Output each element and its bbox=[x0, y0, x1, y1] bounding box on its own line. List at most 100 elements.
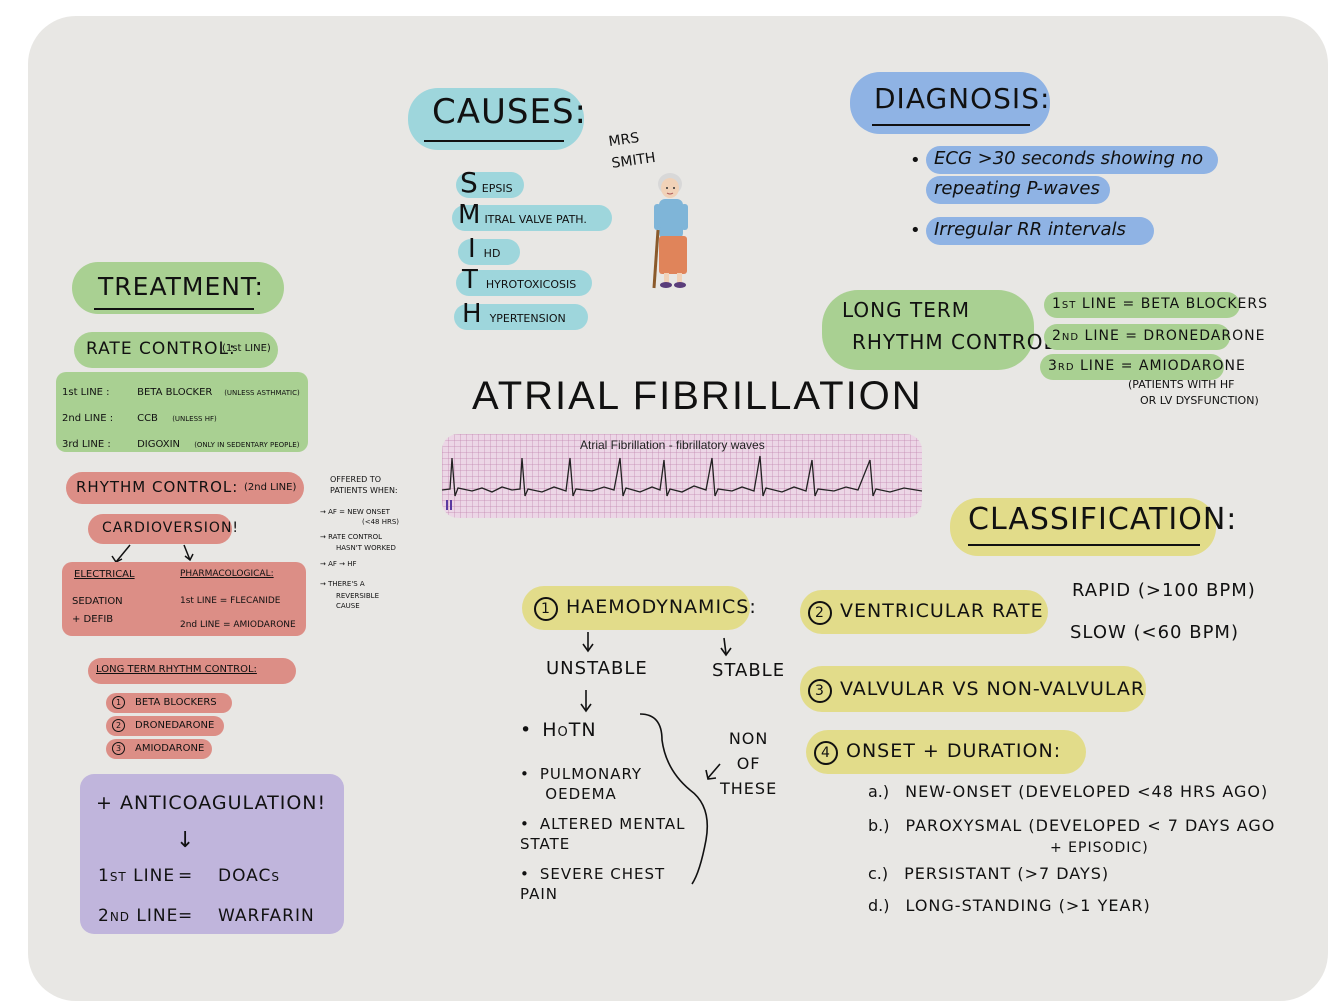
lt-rhythm-heading-blob bbox=[88, 658, 296, 684]
valvular-num: 3 bbox=[808, 679, 832, 703]
anticoagulation-arrow: ↓ bbox=[176, 828, 195, 853]
pharm-line-1: 1st LINE = FLECANIDE bbox=[180, 596, 281, 606]
lt-right-note-line-2: OR LV DYSFUNCTION) bbox=[1140, 394, 1259, 407]
onset-num: 4 bbox=[814, 741, 838, 765]
lt-item-1-blob bbox=[106, 693, 232, 713]
lt-right-line-2: 2nd LINE = DRONEDARONE bbox=[1052, 328, 1266, 344]
cardioversion-label: CARDIOVERSION! bbox=[102, 520, 240, 536]
cardioversion-arrows bbox=[111, 544, 194, 563]
pharm-line-2: 2nd LINE = AMIODARONE bbox=[180, 620, 296, 630]
lt-item-1-num: 1 bbox=[112, 696, 125, 709]
classification-heading: CLASSIFICATION: bbox=[968, 502, 1238, 537]
cause-3-letter: I bbox=[468, 234, 476, 264]
offered-heading-line-1: OFFERED TO bbox=[330, 475, 382, 484]
lt-right-heading-blob bbox=[822, 290, 1034, 370]
diagnosis-bullet-2-dot: • bbox=[910, 220, 921, 241]
ecg-trace bbox=[441, 455, 923, 510]
cause-5-letter: H bbox=[462, 299, 482, 329]
lt-right-line-3: 3rd LINE = AMIODARONE bbox=[1048, 358, 1246, 374]
anticoagulation-box bbox=[80, 774, 344, 934]
ecg-caption: Atrial Fibrillation - fibrillatory waves bbox=[580, 438, 765, 452]
unstable-item-1: HoTN bbox=[520, 719, 597, 741]
onset-item-b-sub: + EPISODIC) bbox=[1050, 840, 1149, 856]
lt-right-note-line-1: (PATIENTS WITH HF bbox=[1128, 378, 1235, 391]
lt-item-3-label: AMIODARONE bbox=[135, 743, 205, 754]
diagnosis-bullet-2: Irregular RR intervals bbox=[934, 219, 1126, 240]
cause-4-blob bbox=[456, 270, 592, 296]
unstable-item-2: PULMONARY OEDEMA bbox=[520, 764, 642, 804]
lt-item-1: 1 BETA BLOCKERS bbox=[112, 696, 217, 709]
cardioversion-box bbox=[62, 562, 306, 636]
offered-item-1: → AF = NEW ONSET bbox=[320, 508, 390, 516]
mrs-smith-illustration bbox=[652, 173, 688, 289]
causes-heading: CAUSES: bbox=[432, 92, 587, 132]
rhythm-control-heading: RHYTHM CONTROL: bbox=[76, 478, 239, 496]
lt-item-2-blob bbox=[106, 716, 224, 736]
classification-underline bbox=[968, 544, 1200, 546]
ecg-strip bbox=[442, 434, 922, 518]
cause-2-rest: ITRAL VALVE PATH. bbox=[484, 213, 587, 226]
cause-5-blob bbox=[454, 304, 588, 330]
lt-right-heading-line-2: RHYTHM CONTROL: bbox=[852, 330, 1064, 354]
offered-item-2-sub: HASN'T WORKED bbox=[336, 544, 396, 552]
unstable-item-3: ALTERED MENTAL STATE bbox=[520, 814, 686, 854]
offered-item-4-sub: REVERSIBLE CAUSE bbox=[336, 592, 379, 610]
anticoag-line-2-eq: = bbox=[178, 906, 193, 926]
onset-blob bbox=[806, 730, 1086, 774]
offered-item-4: → THERE'S A bbox=[320, 580, 365, 588]
anticoag-line-1-value: DOACs bbox=[218, 866, 280, 886]
diagnosis-heading-blob bbox=[850, 72, 1050, 134]
pharm-heading: PHARMACOLOGICAL: bbox=[180, 569, 274, 579]
diagnosis-heading: DIAGNOSIS: bbox=[874, 82, 1051, 115]
ventricular-rate-num: 2 bbox=[808, 601, 832, 625]
cause-2-blob bbox=[452, 205, 612, 231]
cardioversion-blob bbox=[88, 514, 232, 544]
lt-item-2-num: 2 bbox=[112, 719, 125, 732]
rhythm-control-heading-blob bbox=[66, 472, 304, 504]
lt-right-line-1-blob bbox=[1044, 292, 1240, 318]
rate-line-1: 1st LINE : BETA BLOCKER (UNLESS ASTHMATI… bbox=[62, 387, 300, 398]
cause-1-blob bbox=[456, 172, 524, 198]
lt-right-heading-line-1: LONG TERM bbox=[842, 298, 970, 322]
rate-line-3: 3rd LINE : DIGOXIN (ONLY IN SEDENTARY PE… bbox=[62, 439, 300, 450]
anticoag-line-1-label: 1st LINE bbox=[98, 866, 176, 886]
stable-label: STABLE bbox=[712, 660, 786, 681]
diagnosis-bullet-1-line-2: repeating P-waves bbox=[934, 178, 1100, 199]
rate-control-heading: RATE CONTROL: bbox=[86, 339, 236, 359]
lt-item-3-num: 3 bbox=[112, 742, 125, 755]
diagnosis-bullet-1-blob-a bbox=[926, 146, 1218, 174]
unstable-item-4: SEVERE CHEST PAIN bbox=[520, 864, 665, 904]
cause-4: T HYROTOXICOSIS bbox=[462, 265, 576, 295]
haemodynamics-blob bbox=[522, 586, 750, 630]
treatment-heading: TREATMENT: bbox=[98, 272, 264, 301]
classification-heading-blob bbox=[950, 498, 1216, 556]
rate-control-heading-note: (1st LINE) bbox=[222, 343, 271, 354]
anticoag-line-2-value: WARFARIN bbox=[218, 906, 315, 926]
electrical-heading: ELECTRICAL bbox=[74, 569, 135, 580]
anticoagulation-heading: + ANTICOAGULATION! bbox=[96, 792, 327, 814]
unstable-label: UNSTABLE bbox=[546, 658, 648, 679]
diagnosis-bullet-1-blob-b bbox=[926, 176, 1110, 204]
lt-rhythm-heading: LONG TERM RHYTHM CONTROL: bbox=[96, 664, 257, 675]
diagnosis-underline bbox=[872, 124, 1030, 126]
rate-control-heading-blob bbox=[74, 332, 278, 368]
lt-item-3: 3 AMIODARONE bbox=[112, 742, 204, 755]
onset-item-a: a.)NEW-ONSET (DEVELOPED <48 HRS AGO) bbox=[868, 782, 1269, 801]
cause-4-letter: T bbox=[462, 265, 478, 295]
lt-right-line-1: 1st LINE = BETA BLOCKERS bbox=[1052, 296, 1268, 312]
haemodynamics-num: 1 bbox=[534, 597, 558, 621]
lt-right-line-3-blob bbox=[1040, 354, 1224, 380]
rapid-rate: RAPID (>100 BPM) bbox=[1072, 580, 1256, 601]
lt-item-1-label: BETA BLOCKERS bbox=[135, 697, 217, 708]
none-of-these: NON OF THESE bbox=[720, 729, 778, 798]
cause-4-rest: HYROTOXICOSIS bbox=[485, 278, 577, 291]
anticoag-line-2-label: 2nd LINE bbox=[98, 906, 179, 926]
